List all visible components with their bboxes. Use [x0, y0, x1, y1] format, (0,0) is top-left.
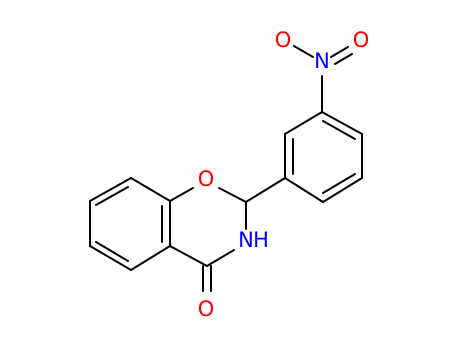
bond-nitro-o-right-b — [334, 53, 353, 65]
bond-benzo-6 — [130, 177, 171, 202]
bond-benzo-1 — [89, 177, 132, 202]
bond-c2-aryl — [245, 177, 286, 203]
bond-benzo-1-inner — [95, 186, 129, 206]
bond-c4-c4a — [169, 245, 208, 267]
amide-nitrogen-label: N — [238, 228, 254, 252]
bond-benzo-3-inner — [95, 241, 129, 262]
bond-benzo-3 — [89, 245, 132, 271]
bond-c8a-o1 — [169, 187, 194, 202]
bond-aryl-6 — [284, 177, 324, 203]
nitro-oxygen-left-label: O — [275, 28, 292, 52]
bond-nitro-o-left — [293, 45, 314, 58]
nitro-oxygen-right-label: O — [353, 28, 370, 52]
amide-hydrogen-label: H — [253, 228, 269, 252]
bond-nitro-o-right-a — [330, 46, 349, 58]
bond-benzo-4 — [130, 245, 171, 271]
bond-aryl-2 — [284, 111, 323, 135]
nitro-nitrogen-label: N — [314, 49, 330, 73]
bond-n3-c4 — [206, 249, 235, 267]
carbonyl-oxygen-label: O — [198, 297, 215, 321]
bond-aryl-3 — [321, 111, 363, 135]
bond-o1-c2 — [218, 187, 247, 203]
bond-aryl-3-inner — [322, 120, 356, 140]
bond-aryl-5 — [322, 177, 363, 203]
bond-aryl-5-inner — [322, 173, 356, 194]
ring-oxygen-label: O — [198, 167, 215, 191]
